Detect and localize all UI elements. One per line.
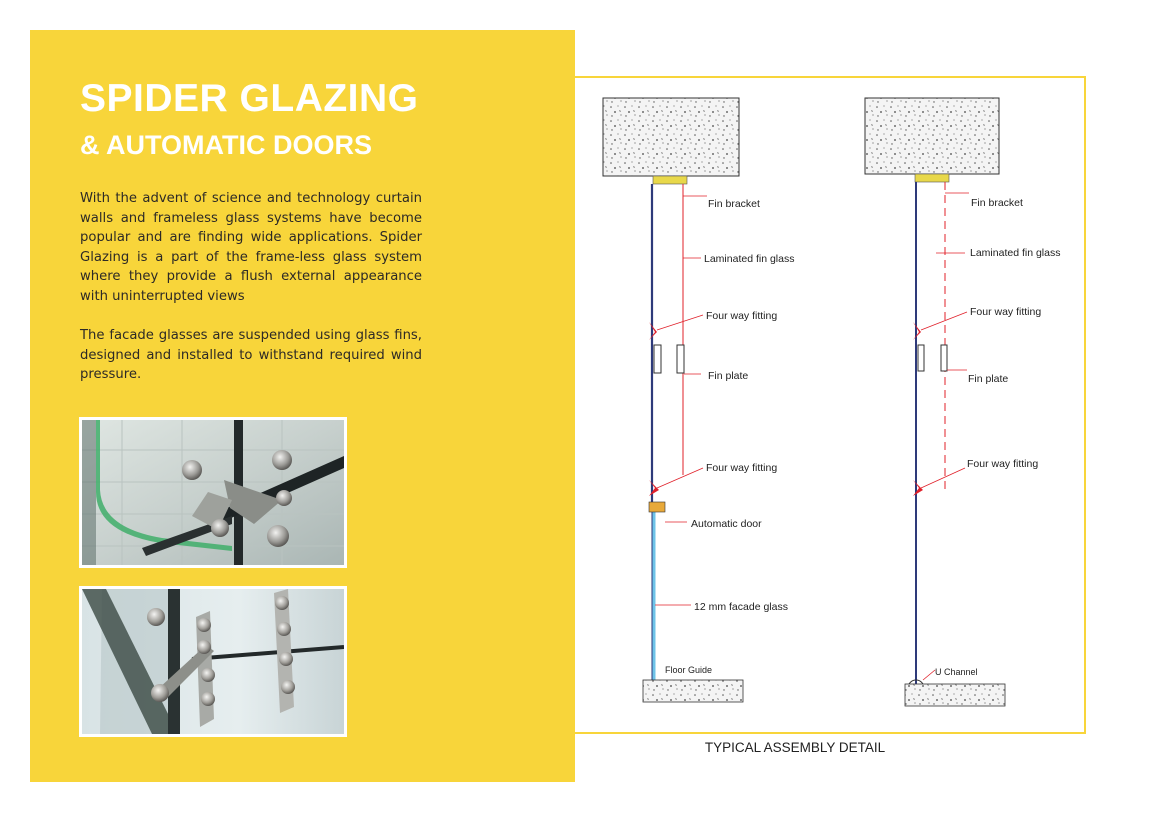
left-label-four-way-fitting-bottom: Four way fitting [706,462,777,474]
right-concrete-slab [864,97,1000,175]
page-subtitle: & AUTOMATIC DOORS [80,130,372,160]
left-concrete-slab [602,97,740,177]
facade-paragraph: The facade glasses are suspended using g… [80,328,422,383]
right-label-laminated-fin-glass: Laminated fin glass [970,247,1060,259]
right-fin-bracket-shape [914,173,950,183]
left-floor-slab [642,679,744,703]
right-floor-slab [904,683,1006,707]
page-title: SPIDER GLAZING [80,77,419,120]
left-label-floor-guide: Floor Guide [665,665,712,675]
left-label-fin-plate: Fin plate [708,370,748,382]
intro-paragraph: With the advent of science and technolog… [80,191,422,304]
right-label-fin-plate: Fin plate [968,373,1008,385]
right-label-four-way-fitting-bottom: Four way fitting [967,458,1038,470]
diagram-frame [502,76,1086,734]
left-fin-bracket-shape [652,175,688,185]
right-assembly: Fin bracket Laminated fin glass Four way… [864,97,1060,707]
left-label-laminated-fin-glass: Laminated fin glass [704,253,794,265]
left-label-automatic-door: Automatic door [691,518,762,530]
right-label-fin-bracket: Fin bracket [971,197,1023,209]
left-label-fin-bracket: Fin bracket [708,198,760,210]
fin-plate-photo [79,586,347,737]
left-assembly: Fin bracket Laminated fin glass Four way… [602,97,794,703]
diagram-caption: TYPICAL ASSEMBLY DETAIL [704,740,886,755]
left-label-four-way-fitting-top: Four way fitting [706,310,777,322]
right-label-four-way-fitting-top: Four way fitting [970,306,1041,318]
left-label-facade-glass: 12 mm facade glass [694,601,788,613]
right-label-u-channel: U Channel [935,667,978,677]
assembly-diagram: Fin bracket Laminated fin glass Four way… [602,97,1060,707]
spider-fitting-photo [79,417,347,568]
